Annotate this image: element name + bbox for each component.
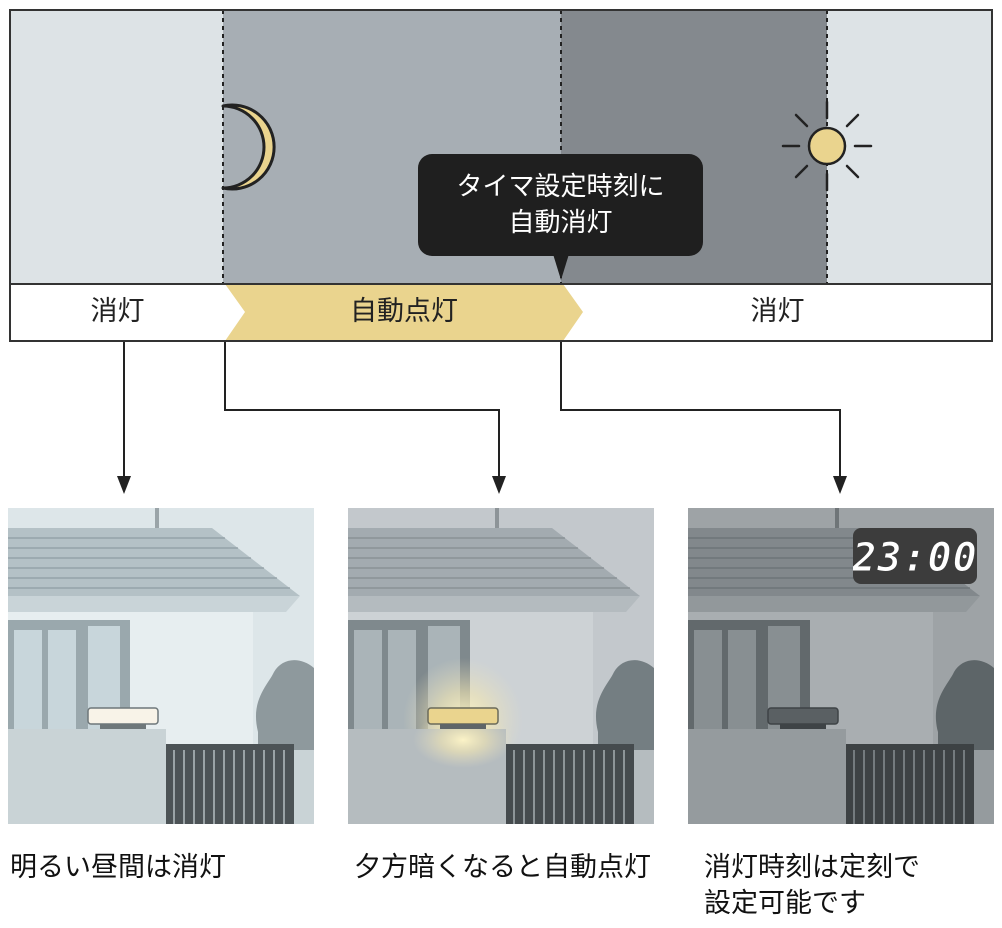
moon-icon (221, 103, 276, 191)
arrow-head-evening (492, 476, 506, 494)
auto-on-chevron (225, 284, 583, 341)
timeline-diagram (9, 9, 993, 494)
connector-arrows (123, 342, 841, 478)
arrow-head-night (833, 476, 847, 494)
sun-icon (781, 100, 873, 192)
caption-night: 消灯時刻は定刻で 設定可能です (704, 852, 920, 919)
segment-label-off-night: 消灯 (750, 296, 805, 327)
caption-evening: 夕方暗くなると自動点灯 (354, 852, 651, 883)
scene-day (8, 508, 314, 824)
timeline-frame (9, 9, 993, 342)
scene-evening (348, 508, 654, 824)
sky-day-right (827, 10, 992, 284)
scene-panels (8, 508, 994, 824)
segment-label-off-day: 消灯 (90, 296, 145, 327)
timer-clock-display: 23:00 (851, 528, 977, 584)
scene-night (688, 508, 994, 824)
sky-day-left (10, 10, 223, 284)
clock-digits: 23:00 (851, 535, 977, 582)
arrow-head-day (117, 476, 131, 494)
clock-time: 23:00 (853, 535, 977, 581)
caption-day: 明るい昼間は消灯 (10, 852, 226, 883)
callout-pointer (553, 254, 569, 280)
timer-callout: タイマ設定時刻に 自動消灯 (418, 154, 703, 256)
segment-label-auto-on: 自動点灯 (350, 296, 458, 327)
